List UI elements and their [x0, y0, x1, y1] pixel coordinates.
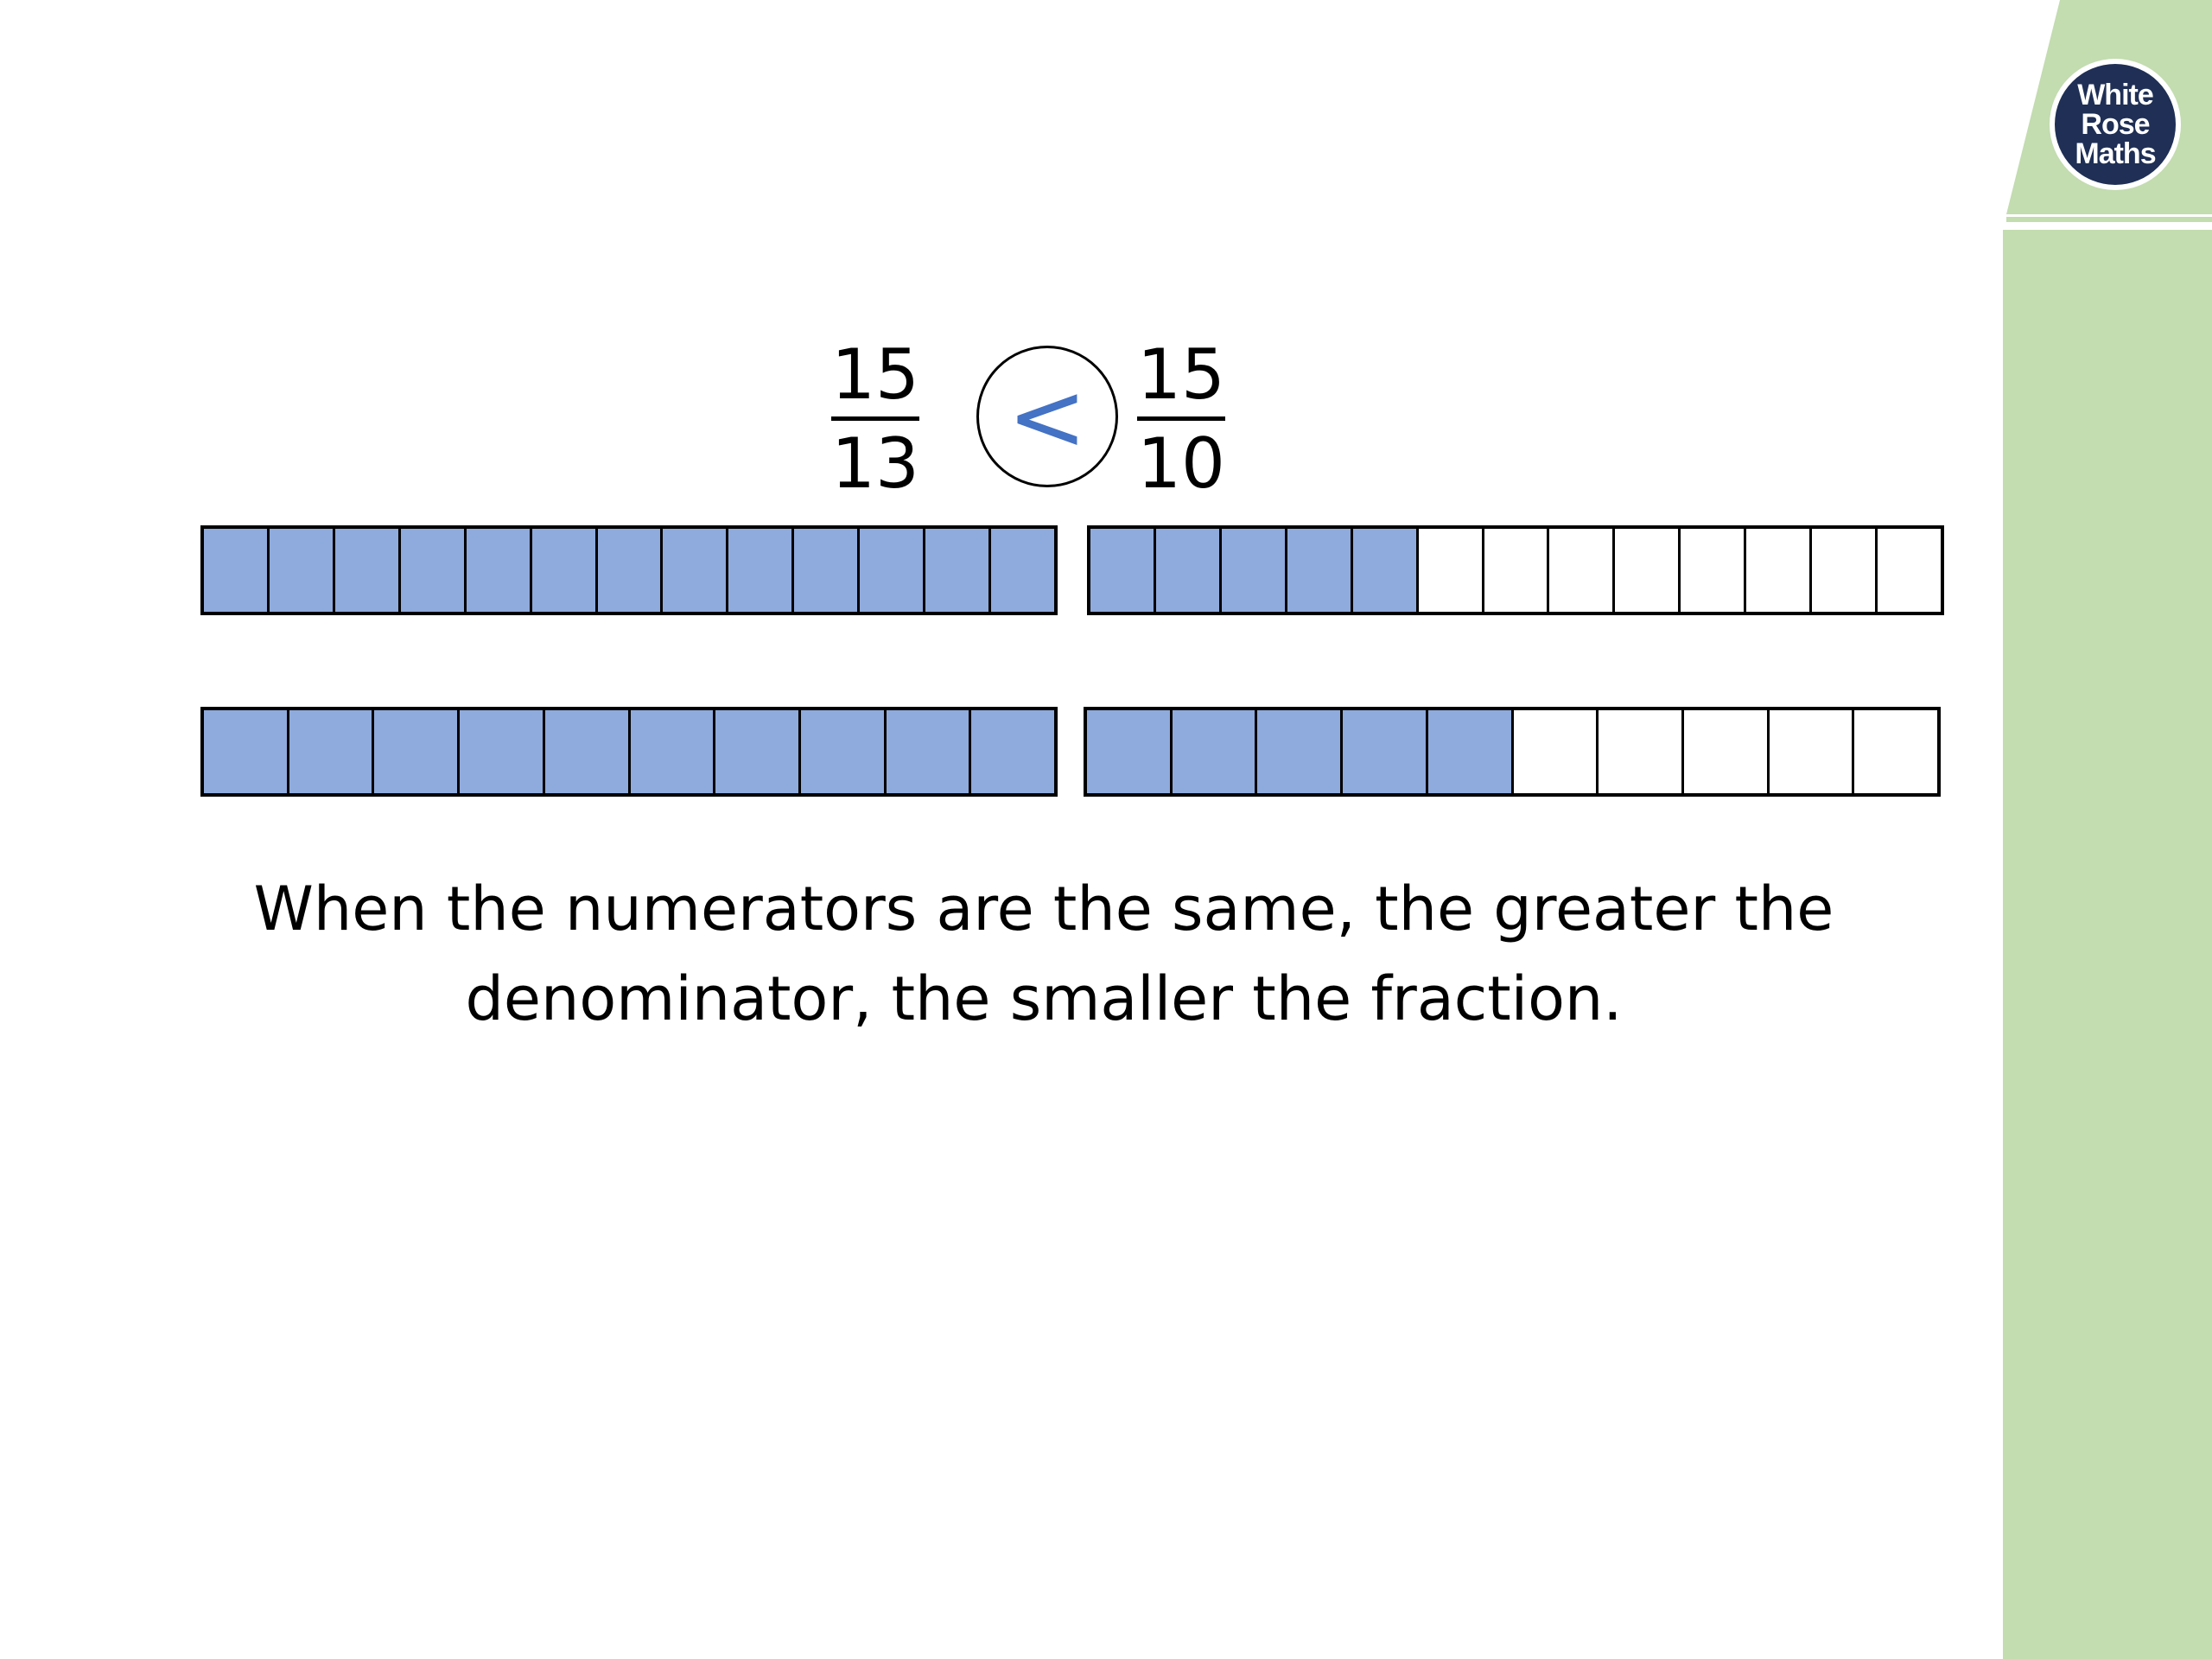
bar-cell-shaded	[971, 710, 1055, 793]
logo-text-line1: White	[2077, 79, 2154, 111]
bar-cell-shaded	[400, 529, 467, 612]
bar-model-tenths-part	[1084, 707, 1941, 797]
bar-cell-shaded	[204, 529, 270, 612]
bar-cell-shaded	[466, 529, 532, 612]
fraction-right-bar	[1137, 416, 1225, 421]
bar-cell-empty	[1599, 710, 1684, 793]
bar-cell-shaded	[630, 710, 716, 793]
bar-cell-shaded	[334, 529, 401, 612]
bar-cell-shaded	[1287, 529, 1353, 612]
white-rose-maths-logo: White Rose Maths	[2050, 59, 2181, 190]
bar-cell-empty	[1854, 710, 1938, 793]
comparison-symbol: <	[1007, 361, 1088, 472]
bar-cell-empty	[1681, 529, 1747, 612]
bar-cell-empty	[1878, 529, 1941, 612]
comparison-circle: <	[976, 346, 1118, 487]
fraction-right-numerator: 15	[1137, 334, 1225, 415]
bar-cell-shaded	[544, 710, 631, 793]
bar-cell-shaded	[460, 710, 545, 793]
bar-cell-shaded	[794, 529, 861, 612]
bar-cell-empty	[1615, 529, 1681, 612]
fraction-left-denominator: 13	[831, 423, 919, 504]
fraction-right-denominator: 10	[1137, 423, 1225, 504]
bar-model-tenths-whole	[200, 707, 1058, 797]
bar-cell-shaded	[1172, 710, 1258, 793]
fraction-left-numerator: 15	[831, 334, 919, 415]
bar-cell-shaded	[860, 529, 926, 612]
bar-cell-empty	[1549, 529, 1616, 612]
bar-cell-shaded	[925, 529, 992, 612]
bar-cell-shaded	[531, 529, 598, 612]
bar-cell-empty	[1513, 710, 1599, 793]
bar-cell-shaded	[886, 710, 972, 793]
bar-cell-shaded	[991, 529, 1054, 612]
logo-badge: White Rose Maths	[2055, 64, 2176, 185]
explanation-line1: When the numerators are the same, the gr…	[253, 874, 1834, 944]
bar-cell-shaded	[1221, 529, 1287, 612]
bar-cell-shaded	[374, 710, 461, 793]
logo-text-line2: Rose	[2081, 108, 2150, 141]
bar-cell-shaded	[1087, 710, 1173, 793]
bar-cell-shaded	[289, 710, 375, 793]
bar-cell-shaded	[1155, 529, 1222, 612]
bar-cell-empty	[1746, 529, 1813, 612]
bar-cell-shaded	[1343, 710, 1428, 793]
brand-strip-corner	[2006, 0, 2212, 222]
explanation-line2: denominator, the smaller the fraction.	[465, 963, 1623, 1034]
explanation-text: When the numerators are the same, the gr…	[207, 864, 1880, 1044]
bar-model-thirteenths-whole	[200, 525, 1058, 615]
bar-cell-shaded	[800, 710, 887, 793]
bar-cell-empty	[1812, 529, 1878, 612]
logo-text-line3: Maths	[2075, 137, 2156, 170]
bar-cell-shaded	[663, 529, 729, 612]
bar-model-thirteenths-part	[1087, 525, 1944, 615]
bar-cell-shaded	[597, 529, 664, 612]
bar-cell-shaded	[1352, 529, 1419, 612]
bar-cell-shaded	[1090, 529, 1156, 612]
bar-cell-empty	[1418, 529, 1484, 612]
bar-cell-empty	[1769, 710, 1855, 793]
bar-cell-shaded	[204, 710, 289, 793]
fraction-left: 15 13	[831, 340, 919, 499]
bar-cell-empty	[1484, 529, 1550, 612]
brand-strip	[2003, 230, 2212, 1659]
bar-cell-shaded	[1257, 710, 1344, 793]
fraction-left-bar	[831, 416, 919, 421]
bar-cell-empty	[1683, 710, 1770, 793]
bar-cell-shaded	[1427, 710, 1514, 793]
bar-cell-shaded	[715, 710, 801, 793]
fraction-right: 15 10	[1137, 340, 1225, 499]
bar-cell-shaded	[269, 529, 335, 612]
bar-cell-shaded	[728, 529, 795, 612]
